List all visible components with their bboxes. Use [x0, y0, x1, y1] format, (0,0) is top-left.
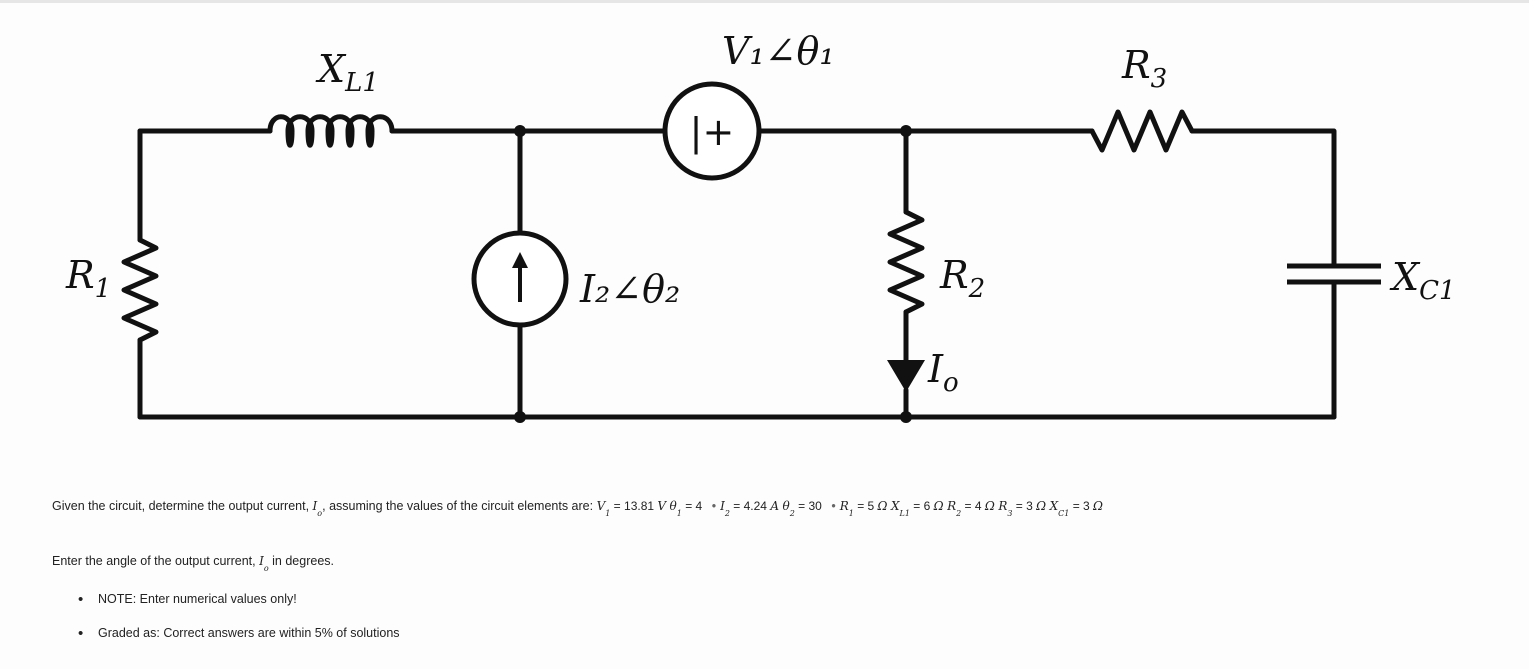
- voltage-source-symbol: |+: [690, 110, 735, 155]
- prompt-before: Enter the angle of the output current,: [52, 554, 260, 568]
- current-source: [471, 230, 569, 328]
- circuit-diagram: |+ XL1 V₁∠θ₁ R3 R1 I₂∠θ₂ R2 XC1 Io: [65, 29, 1456, 423]
- junction-dot: [900, 125, 912, 137]
- junction-dot: [900, 411, 912, 423]
- component-value: V1 = 13.81 V: [596, 499, 667, 518]
- value-separator: •: [831, 499, 836, 513]
- component-value: XC1 = 3 Ω: [1049, 499, 1103, 518]
- junction-dot: [514, 125, 526, 137]
- angle-prompt: Enter the angle of the output current, I…: [52, 554, 334, 573]
- component-value: θ2 = 30: [782, 499, 822, 518]
- value-separator: •: [711, 499, 717, 513]
- resistor-r3-zigzag: [1089, 109, 1195, 153]
- component-value: R3 = 3 Ω: [998, 499, 1047, 518]
- resistor-r1-zigzag: [121, 237, 159, 343]
- wire-top-far-right: [1189, 128, 1337, 267]
- label-resistor-r1: R1: [65, 253, 111, 304]
- label-voltage-source: V₁∠θ₁: [722, 29, 835, 73]
- note-item: NOTE: Enter numerical values only!: [52, 591, 400, 608]
- component-value: R1 = 5 Ω: [839, 499, 888, 518]
- problem-statement: Given the circuit, determine the output …: [52, 499, 1103, 518]
- current-source-arrow-head: [512, 252, 528, 268]
- junction-dot: [514, 411, 526, 423]
- top-divider: [0, 0, 1529, 3]
- component-values: V1 = 13.81 V θ1 = 4 •I2 = 4.24 A θ2 = 30…: [596, 499, 1103, 518]
- component-value: XL1 = 6 Ω: [890, 499, 944, 518]
- problem-intro: Given the circuit, determine the output …: [52, 499, 313, 513]
- label-resistor-r3: R3: [1121, 43, 1167, 94]
- note-item: Graded as: Correct answers are within 5%…: [52, 625, 400, 642]
- label-output-current: Io: [927, 347, 959, 398]
- problem-io-symbol: Io: [312, 499, 323, 518]
- prompt-io-symbol: Io: [259, 554, 269, 573]
- component-value: I2 = 4.24 A: [720, 499, 779, 518]
- junction-dots: [514, 125, 912, 423]
- label-inductor: XL1: [315, 47, 379, 98]
- voltage-source-circle: [662, 81, 762, 181]
- output-current-arrow: [887, 360, 925, 392]
- inductor-coil: [267, 114, 395, 148]
- resistor-r2-zigzag: [887, 209, 925, 315]
- prompt-after: in degrees.: [268, 554, 334, 568]
- notes-list: NOTE: Enter numerical values only! Grade…: [52, 591, 400, 660]
- problem-middle: , assuming the values of the circuit ele…: [322, 499, 597, 513]
- component-value: R2 = 4 Ω: [947, 499, 995, 518]
- label-capacitor: XC1: [1389, 255, 1456, 306]
- capacitor: [1287, 263, 1381, 285]
- component-value: θ1 = 4: [669, 499, 703, 518]
- label-current-source: I₂∠θ₂: [579, 267, 680, 311]
- voltage-source: |+: [662, 81, 762, 181]
- label-resistor-r2: R2: [939, 253, 985, 304]
